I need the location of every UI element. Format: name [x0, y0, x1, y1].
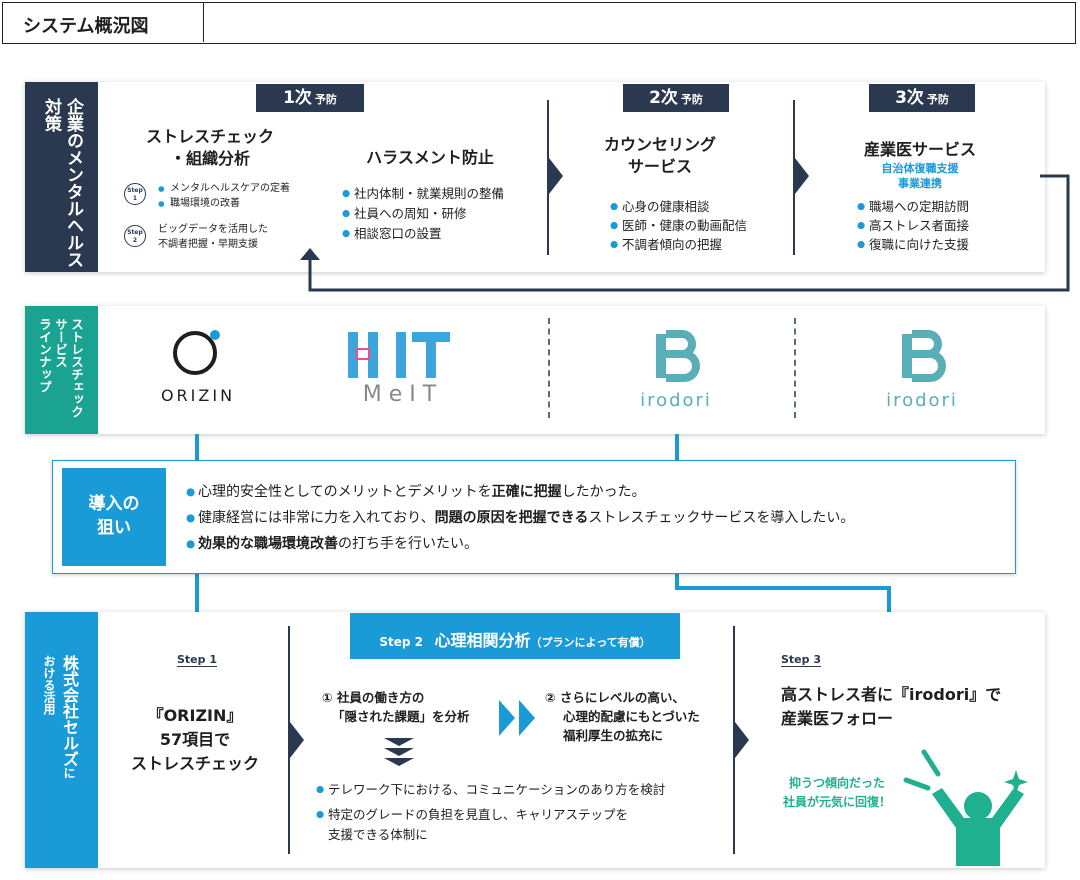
step1-label: Step 1	[177, 653, 217, 667]
lineup-divider-1	[548, 318, 550, 418]
meit-logo	[348, 332, 450, 378]
lineup-label: ストレスチェックサービスラインナップ	[37, 318, 84, 418]
harassment-list: 社内体制・就業規則の整備 社員への周知・研修 相談窓口の設置	[342, 184, 504, 244]
lineup-label-bg	[25, 306, 98, 434]
usage-label: 株式会社セルズにおける活用	[42, 655, 79, 779]
irodori-logo-1	[656, 330, 700, 382]
double-chevron-right-icon	[499, 700, 535, 736]
aim-label-bg	[62, 468, 166, 566]
step1-list: メンタルヘルスケアの定着 職場環境の改善	[158, 181, 290, 211]
chevron-right-icon	[549, 158, 563, 194]
lineup-section	[25, 306, 1045, 434]
header-title-cell	[3, 3, 204, 42]
lineup-divider-2	[794, 318, 796, 418]
orizin-wordmark: ORIZIN	[160, 386, 236, 405]
chevron-right-icon	[795, 158, 809, 194]
mental-health-label: 企業のメンタルヘルス対策	[41, 98, 83, 268]
step2-header	[350, 613, 680, 659]
aim-label: 導入の 狙い	[88, 494, 140, 538]
recovery-message: 抑うつ傾向だった 社員が元気に回復！	[782, 776, 891, 809]
aim-item-1: 心理的安全性としてのメリットとデメリットを正確に把握したかった。	[186, 479, 854, 505]
counseling-title: カウンセリング サービス	[603, 135, 716, 176]
badge-secondary-prevention: 2次予防	[623, 84, 729, 112]
doctor-service-list: 職場への定期訪問 高ストレス者面接 復職に向けた支援	[857, 197, 969, 254]
step3-label: Step 3	[781, 653, 821, 667]
step1-text: 『ORIZIN』 57項目で ストレスチェック	[130, 706, 259, 773]
aim-item-2: 健康経営には非常に力を入れており、問題の原因を把握できるストレスチェックサービス…	[186, 505, 854, 531]
badge-tertiary-prevention: 3次予防	[869, 84, 975, 112]
counseling-list: 心身の健康相談 医師・健康の動画配信 不調者傾向の把握	[610, 197, 747, 254]
step2-header-text: Step 2 心理相関分析（プランによって有償）	[379, 631, 651, 650]
header-bar: システム概況図	[2, 2, 1076, 44]
step2-text: ビッグデータを活用した 不調者把握・早期支援	[158, 224, 268, 250]
harassment-title: ハラスメント防止	[366, 148, 494, 167]
page-title: システム概況図	[23, 16, 149, 37]
orizin-logo	[173, 330, 220, 375]
usage-label-bg	[25, 612, 98, 868]
step2-point-2: ② さらにレベルの高い、 心理的配慮にもとづいた 福利厚生の拡充に	[545, 690, 700, 743]
step3-text: 高ストレス者に『irodori』で 産業医フォロー	[781, 685, 1002, 728]
divider-1	[547, 100, 549, 255]
step2-bullets: テレワーク下における、コミュニケーションのあり方を検討 特定のグレードの負担を見…	[316, 780, 665, 845]
mental-health-label-bg	[25, 82, 98, 272]
usage-divider-1	[288, 626, 290, 854]
irodori-logo-2	[902, 330, 946, 382]
badge-primary-prevention: 1次予防	[256, 84, 364, 112]
meit-wordmark: MeIT	[362, 382, 444, 407]
chevron-right-icon	[290, 722, 304, 758]
doctor-service-sub: 自治体復職支援 事業連携	[881, 162, 959, 190]
irodori-wordmark-2: irodori	[886, 390, 958, 411]
doctor-service-title: 産業医サービス	[863, 140, 976, 159]
aim-item-3: 効果的な職場環境改善の打ち手を行いたい。	[186, 531, 854, 557]
return-loop-arrow	[300, 174, 1070, 292]
cheering-person-icon	[903, 749, 1028, 866]
triple-chevron-down-icon	[384, 738, 414, 766]
divider-2	[793, 100, 795, 255]
irodori-wordmark-1: irodori	[640, 390, 712, 411]
stress-check-title: ストレスチェック ・組織分析	[145, 127, 274, 168]
usage-divider-2	[733, 626, 735, 854]
aim-list: 心理的安全性としてのメリットとデメリットを正確に把握したかった。 健康経営には非…	[186, 479, 854, 557]
chevron-right-icon	[735, 722, 749, 758]
step2-point-1: ① 社員の働き方の 「隠された課題」を分析	[322, 690, 470, 724]
